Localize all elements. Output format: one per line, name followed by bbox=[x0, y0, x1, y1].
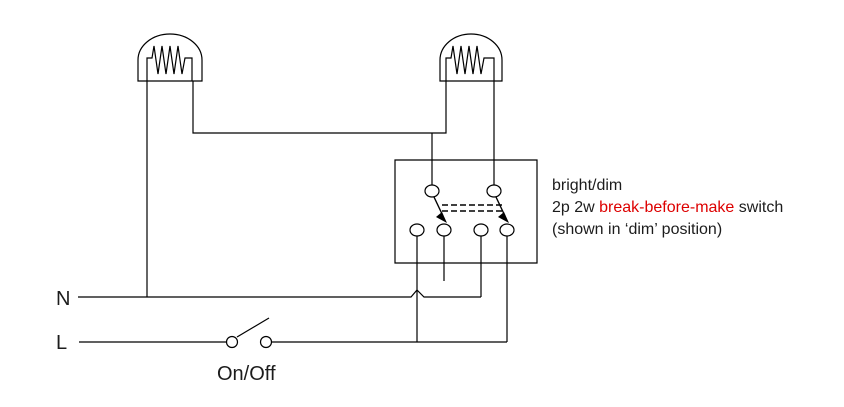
lamp-1-envelope bbox=[138, 34, 202, 81]
lamp-1-icon bbox=[138, 34, 202, 81]
bottom-terminal-4 bbox=[500, 224, 514, 236]
lamp-1-filament bbox=[147, 46, 192, 81]
switch-annotation: bright/dim 2p 2w break-before-make switc… bbox=[552, 175, 783, 241]
pole-arrow-right bbox=[496, 197, 509, 223]
neutral-line bbox=[78, 290, 481, 297]
onoff-contact-left bbox=[227, 337, 238, 348]
onoff-label: On/Off bbox=[217, 363, 276, 385]
pole-terminal-right bbox=[487, 185, 501, 197]
lamp-2-icon bbox=[440, 34, 502, 81]
annotation-line-3: (shown in ‘dim’ position) bbox=[552, 221, 723, 238]
annotation-line-2: 2p 2w break-before-make switch bbox=[552, 199, 784, 216]
bottom-terminal-1 bbox=[410, 224, 424, 236]
annotation-highlight: break-before-make bbox=[599, 199, 735, 216]
onoff-contact-right bbox=[261, 337, 272, 348]
wire-lamp1-to-lamp2-junction bbox=[193, 81, 446, 133]
lamp-2-filament bbox=[446, 46, 494, 81]
pole-terminal-left bbox=[425, 185, 439, 197]
bright-dim-switch-icon bbox=[395, 160, 537, 263]
on-off-switch-icon bbox=[79, 318, 507, 348]
onoff-lever bbox=[237, 318, 269, 337]
bottom-terminal-2 bbox=[437, 224, 451, 236]
switch-box bbox=[395, 160, 537, 263]
live-label: L bbox=[56, 332, 68, 354]
neutral-label: N bbox=[56, 288, 71, 310]
annotation-line-1: bright/dim bbox=[552, 177, 623, 194]
bottom-terminal-3 bbox=[474, 224, 488, 236]
pole-arrow-left bbox=[434, 197, 447, 223]
lamp-2-envelope bbox=[440, 34, 502, 81]
